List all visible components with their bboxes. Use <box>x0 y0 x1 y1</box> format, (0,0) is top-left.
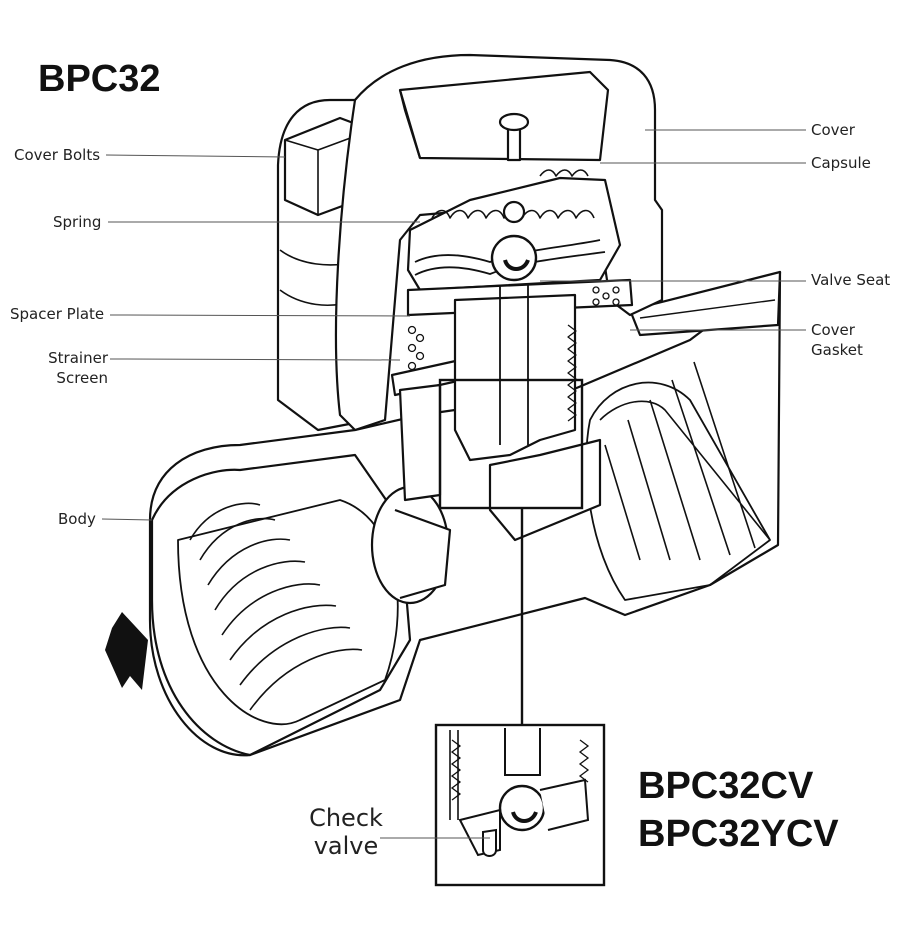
label-cover-gasket-line2: Gasket <box>811 341 863 359</box>
detail-box-inset <box>434 723 606 887</box>
title-variant-1: BPC32CV <box>638 765 814 807</box>
label-valve-seat: Valve Seat <box>811 271 891 289</box>
seat-threads <box>567 324 577 422</box>
valve-seat <box>453 293 577 462</box>
check-valve-detail <box>449 728 590 857</box>
label-spring: Spring <box>53 213 102 231</box>
inlet-threads <box>189 502 363 711</box>
label-capsule: Capsule <box>811 154 871 172</box>
label-spacer-plate: Spacer Plate <box>10 305 105 323</box>
label-cover-gasket: Cover Gasket <box>811 320 863 360</box>
label-cover-gasket-line1: Cover <box>811 321 855 339</box>
vent-pin <box>506 128 522 162</box>
leader-lines <box>101 129 806 839</box>
valve-ball <box>490 234 538 282</box>
label-strainer-screen: Strainer Screen <box>36 348 108 388</box>
check-valve-ball <box>498 784 546 832</box>
capsule <box>406 176 622 292</box>
detail-box-source <box>438 378 584 510</box>
label-strainer-line2: Screen <box>56 369 108 387</box>
flow-arrow <box>105 612 148 690</box>
label-cover-bolts: Cover Bolts <box>14 146 101 164</box>
check-valve-label: Check valve <box>298 804 394 860</box>
outlet-threads <box>599 361 771 561</box>
label-body: Body <box>58 510 96 528</box>
check-valve-label-line2: valve <box>313 832 379 860</box>
label-strainer-line1: Strainer <box>48 349 108 367</box>
label-cover: Cover <box>811 121 855 139</box>
title-variant-2: BPC32YCV <box>638 813 839 855</box>
check-valve-label-line1: Check <box>309 804 383 832</box>
title-main: BPC32 <box>38 58 161 100</box>
